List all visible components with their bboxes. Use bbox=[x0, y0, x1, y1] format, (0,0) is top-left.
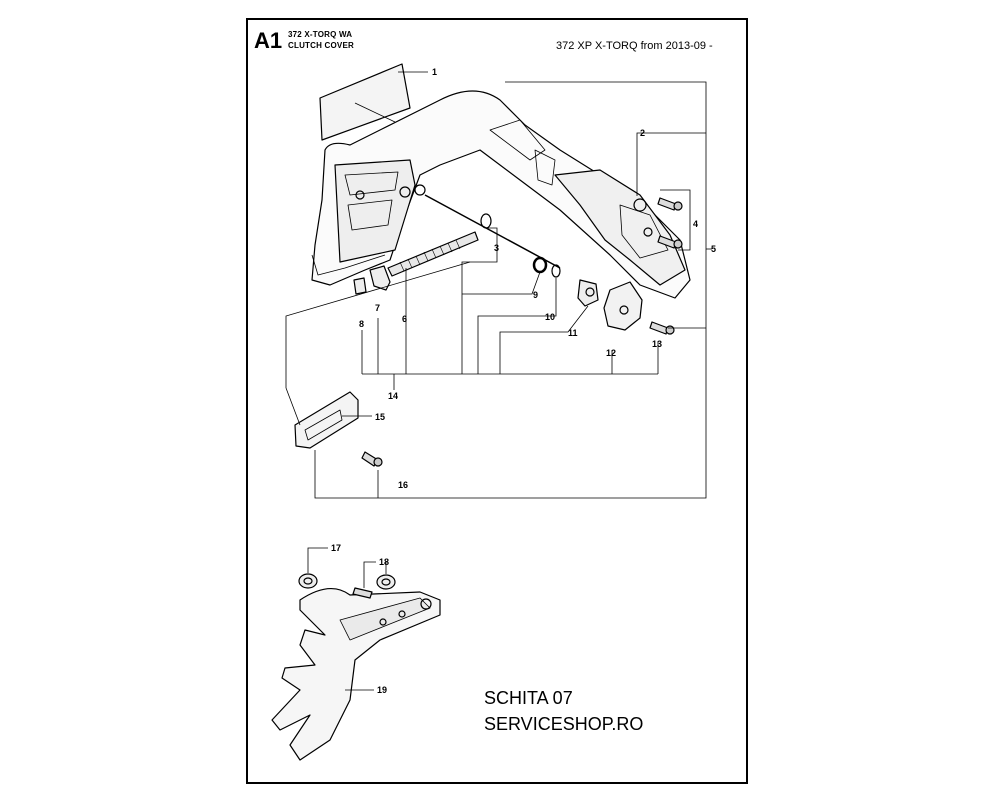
leader-10 bbox=[477, 278, 557, 374]
callout-16: 16 bbox=[398, 480, 408, 490]
part-nut-17 bbox=[298, 573, 318, 589]
callout-11: 11 bbox=[568, 328, 578, 338]
callout-1: 1 bbox=[432, 67, 437, 77]
note-serviceshop: SERVICESHOP.RO bbox=[484, 714, 644, 734]
callout-4: 4 bbox=[693, 219, 698, 229]
section-title: CLUTCH COVER bbox=[288, 41, 354, 50]
callout-12: 12 bbox=[606, 348, 616, 358]
part-o-ring bbox=[532, 256, 548, 274]
callout-3: 3 bbox=[494, 243, 499, 253]
leader-3 bbox=[461, 227, 498, 374]
model-range: 372 XP X-TORQ from 2013-09 - bbox=[556, 40, 713, 52]
leader-11 bbox=[499, 305, 589, 374]
callout-8: 8 bbox=[359, 319, 364, 329]
callout-7: 7 bbox=[375, 303, 380, 313]
part-rod bbox=[424, 194, 561, 269]
callout-6: 6 bbox=[402, 314, 407, 324]
model-title: 372 X-TORQ WA bbox=[288, 30, 353, 39]
part-adjuster bbox=[577, 279, 599, 307]
callout-14: 14 bbox=[388, 391, 398, 401]
callout-2: 2 bbox=[640, 128, 645, 138]
callout-9: 9 bbox=[533, 290, 538, 300]
drawing-sheet-frame bbox=[246, 18, 748, 784]
leader-18 bbox=[363, 561, 376, 588]
callout-15: 15 bbox=[375, 412, 385, 422]
callout-19: 19 bbox=[377, 685, 387, 695]
section-code: A1 bbox=[254, 28, 283, 53]
callout-13: 13 bbox=[652, 339, 662, 349]
part-nut-18 bbox=[376, 574, 396, 590]
part-washer bbox=[480, 213, 492, 229]
leader-5-bracket bbox=[314, 81, 707, 499]
leader-9 bbox=[462, 271, 541, 295]
leader-2 bbox=[636, 132, 706, 196]
note-schita: SCHITA 07 bbox=[484, 688, 573, 708]
callout-5: 5 bbox=[711, 244, 716, 254]
leader-17 bbox=[307, 547, 328, 573]
part-pin bbox=[353, 277, 367, 295]
part-washer-small bbox=[551, 264, 561, 278]
part-slide-plate bbox=[294, 391, 359, 449]
part-chain-tensioner-screw bbox=[387, 231, 479, 277]
part-screw-13 bbox=[649, 321, 669, 335]
part-decal bbox=[319, 63, 411, 141]
callout-18: 18 bbox=[379, 557, 389, 567]
callout-10: 10 bbox=[545, 312, 555, 322]
part-screw-18 bbox=[352, 587, 373, 599]
part-screw-4a bbox=[657, 197, 677, 211]
part-screw-4b bbox=[657, 235, 677, 249]
part-bumper-spike bbox=[271, 588, 441, 761]
callout-17: 17 bbox=[331, 543, 341, 553]
